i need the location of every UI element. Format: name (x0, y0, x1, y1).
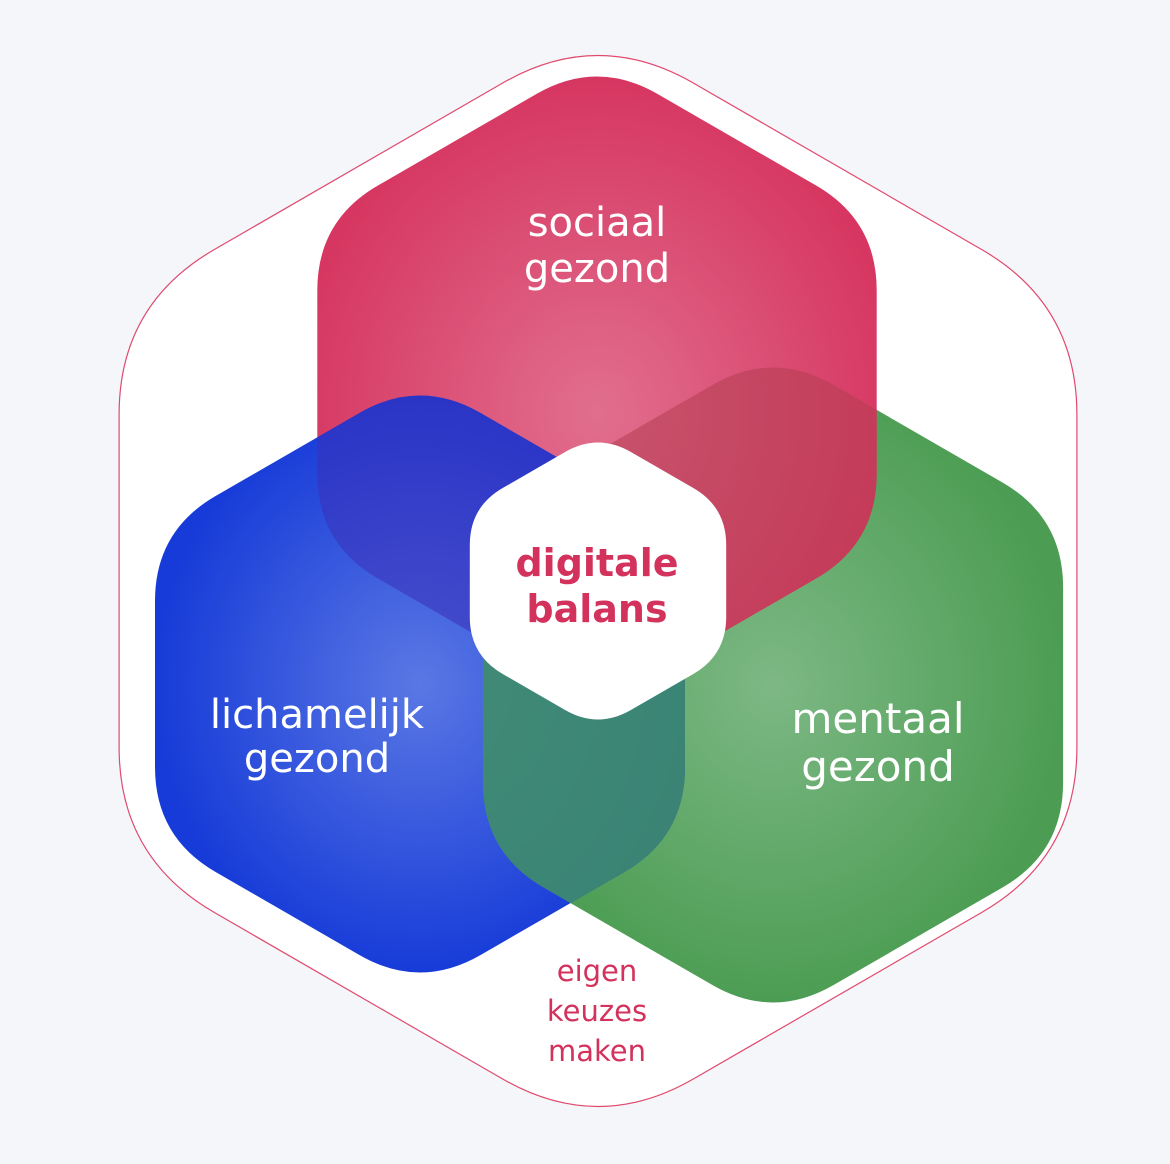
label-mentaal-line1: mentaal (792, 694, 965, 743)
footer-label-line1: eigen (557, 954, 638, 988)
center-hexagon (469, 442, 727, 720)
label-lichamelijk-line1: lichamelijk (210, 692, 425, 738)
center-label-line1: digitale (515, 541, 678, 585)
label-sociaal-line1: sociaal (528, 200, 667, 246)
footer-label-line2: keuzes (547, 994, 647, 1028)
label-mentaal-line2: gezond (801, 742, 955, 791)
label-lichamelijk-line2: gezond (244, 736, 390, 782)
label-sociaal-line2: gezond (524, 246, 670, 292)
footer-label-line3: maken (548, 1034, 646, 1068)
center-label-line2: balans (526, 587, 667, 631)
overlap-lichamelijk-sociaal (317, 395, 685, 688)
